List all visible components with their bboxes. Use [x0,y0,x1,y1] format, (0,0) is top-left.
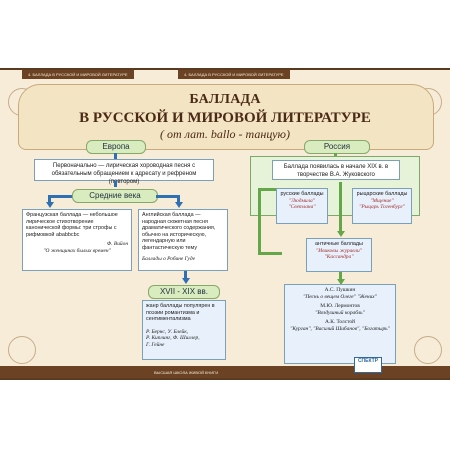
russian-ballads-box: русские баллады "Людмила" "Светлана" [276,188,328,224]
bottom-band [0,366,450,378]
arrow [48,195,51,203]
europe-author-line: Р. Киплинг, Ф. Шиллер, [146,335,200,342]
romantic-text: жанр баллады популярен в поэзии романтиз… [146,303,215,323]
french-ballad-work: "О женщинах былых времен" [43,247,111,254]
arrow [177,195,180,203]
knight-ballads-label: рыцарские баллады [356,191,408,197]
title-scroll [18,84,434,150]
poster: 4. БАЛЛАДА В РУССКОЙ И МИРОВОЙ ЛИТЕРАТУР… [0,68,450,380]
later-author: А.К. Толстой [325,319,355,326]
arrow-tip-icon [174,202,183,208]
title-line2: В РУССКОЙ И МИРОВОЙ ЛИТЕРАТУРЕ [79,110,371,126]
arrow-tip-icon [181,278,190,284]
arrow [48,195,72,198]
russia-intro: Баллада появилась в начале XIX в. в твор… [272,160,400,180]
knight-ballad-work: "Рыцарь Тогенбург" [359,204,405,211]
connector [339,182,342,232]
russian-ballad-work: "Людмила" [289,197,315,204]
publisher-logo: СПЕКТР [354,357,382,373]
french-ballad-text: Французская баллада — небольшое лирическ… [26,212,118,238]
title-line1: БАЛЛАДА [189,92,261,107]
europe-intro: Первоначально — лирическая хороводная пе… [34,159,214,185]
knight-ballad-work: "Мщение" [370,197,394,204]
antique-ballads-box: античные баллады "Ивиковы журавли" "Касс… [306,238,372,272]
middle-ages-tab: Средние века [72,189,158,203]
europe-tab: Европа [86,140,146,154]
later-russian-box: А.С. Пушкин "Песнь о вещем Олеге" "Жених… [284,284,396,364]
french-ballad-author: Ф. Вийон [106,241,128,248]
later-works: "Курган", "Василий Шибанов", "Богатырь" [290,325,390,332]
arrow [114,153,117,159]
connector [339,272,342,280]
connector [258,252,282,255]
russian-ballads-label: русские баллады [280,191,324,197]
arrow [156,195,180,198]
later-author: А.С. Пушкин [324,287,356,293]
romantic-box: жанр баллады популярен в поэзии романтиз… [142,300,226,360]
english-ballad-work: Баллады о Робине Гуде [142,255,196,262]
antique-ballad-work: "Ивиковы журавли" [316,247,362,254]
europe-author-line: Р. Бернс, У. Блейк, [146,328,189,335]
europe-author-line: Г. Гейне [146,341,165,348]
later-works: "Воздушный корабль" [315,309,365,316]
english-ballad-text: Английская баллада — народная сюжетная п… [142,212,216,251]
russia-tab: Россия [304,140,370,154]
later-author: М.Ю. Лермонтов [320,303,360,310]
antique-ballad-work: "Кассандра" [324,254,354,261]
footer-label: ВЫСШАЯ ШКОЛА ЖИВОЙ КНИГИ [154,370,219,375]
antique-ballads-label: античные баллады [315,241,363,247]
arrow-tip-icon [45,202,54,208]
ornament-icon [414,336,442,364]
header-left-label: 4. БАЛЛАДА В РУССКОЙ И МИРОВОЙ ЛИТЕРАТУР… [22,70,134,79]
arrow [184,271,187,279]
russian-ballad-work: "Светлана" [288,204,316,211]
arrow-tip-icon [336,279,345,285]
english-ballad-box: Английская баллада — народная сюжетная п… [138,209,228,271]
header-center-label: 4. БАЛЛАДА В РУССКОЙ И МИРОВОЙ ЛИТЕРАТУР… [178,70,290,79]
arrow-tip-icon [336,231,345,237]
arrow [334,153,337,158]
later-works: "Песнь о вещем Олеге" "Жених" [303,293,377,300]
knight-ballads-box: рыцарские баллады "Мщение" "Рыцарь Тоген… [352,188,412,224]
centuries-tab: XVII - XIX вв. [148,285,220,299]
french-ballad-box: Французская баллада — небольшое лирическ… [22,209,132,271]
arrow [114,181,117,187]
connector [258,188,261,252]
connector [258,188,278,191]
title-line3: ( от лат. ballo - танцую) [160,127,290,141]
ornament-icon [8,336,36,364]
